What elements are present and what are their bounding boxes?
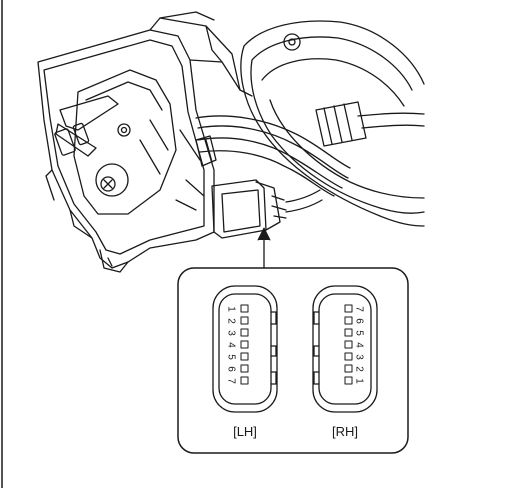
- connector-latch-bump: [313, 371, 320, 385]
- connector-pin: [240, 340, 249, 349]
- connector-pin: [344, 316, 353, 325]
- pin-number-label: 3: [225, 330, 236, 336]
- connector-inner-shell: [218, 293, 272, 405]
- connector-pin: [344, 304, 353, 313]
- door-cable-bracket: [240, 20, 425, 227]
- connector-pin: [344, 328, 353, 337]
- connector-pin: [240, 376, 249, 385]
- connector-side-label: [LH]: [233, 424, 257, 439]
- pin-number-label: 6: [353, 318, 364, 324]
- connector-pin: [344, 376, 353, 385]
- pin-number-label: 4: [225, 342, 236, 348]
- connector-side-label: [RH]: [332, 424, 358, 439]
- pin-number-label: 7: [353, 306, 364, 312]
- pin-number-label: 1: [353, 378, 364, 384]
- connector-latch-bump: [270, 311, 277, 325]
- connector-pin: [344, 340, 353, 349]
- connector-callout-box: [177, 267, 409, 454]
- connector-shell: [212, 285, 278, 413]
- pin-number-label: 1: [225, 306, 236, 312]
- connector-pinout-group: 1 2 3 4 5 6 7 [LH] 7 6 5 4 3 2 1 [RH]: [212, 285, 378, 439]
- pin-number-label: 3: [353, 354, 364, 360]
- pin-number-label: 2: [353, 366, 364, 372]
- connector-latch-bump: [313, 311, 320, 325]
- connector-pin: [240, 364, 249, 373]
- pin-number-label: 6: [225, 366, 236, 372]
- pin-number-label: 4: [353, 342, 364, 348]
- connector-latch-bump: [270, 345, 277, 357]
- connector-rh: 7 6 5 4 3 2 1 [RH]: [312, 285, 378, 439]
- leader-arrow: [257, 227, 271, 269]
- connector-inner-shell: [318, 293, 372, 405]
- door-latch-assembly: [37, 11, 253, 273]
- connector-pin: [240, 316, 249, 325]
- latch-connector: [211, 179, 323, 239]
- connector-latch-bump: [313, 345, 320, 357]
- connector-lh: 1 2 3 4 5 6 7 [LH]: [212, 285, 278, 439]
- connector-pin: [240, 328, 249, 337]
- connector-pin: [344, 364, 353, 373]
- connector-shell: [312, 285, 378, 413]
- connector-pin: [240, 304, 249, 313]
- pin-number-label: 5: [353, 330, 364, 336]
- pin-number-label: 5: [225, 354, 236, 360]
- pin-number-label: 7: [225, 378, 236, 384]
- connector-pin: [344, 352, 353, 361]
- connector-latch-bump: [270, 371, 277, 385]
- connector-pin: [240, 352, 249, 361]
- pin-number-label: 2: [225, 318, 236, 324]
